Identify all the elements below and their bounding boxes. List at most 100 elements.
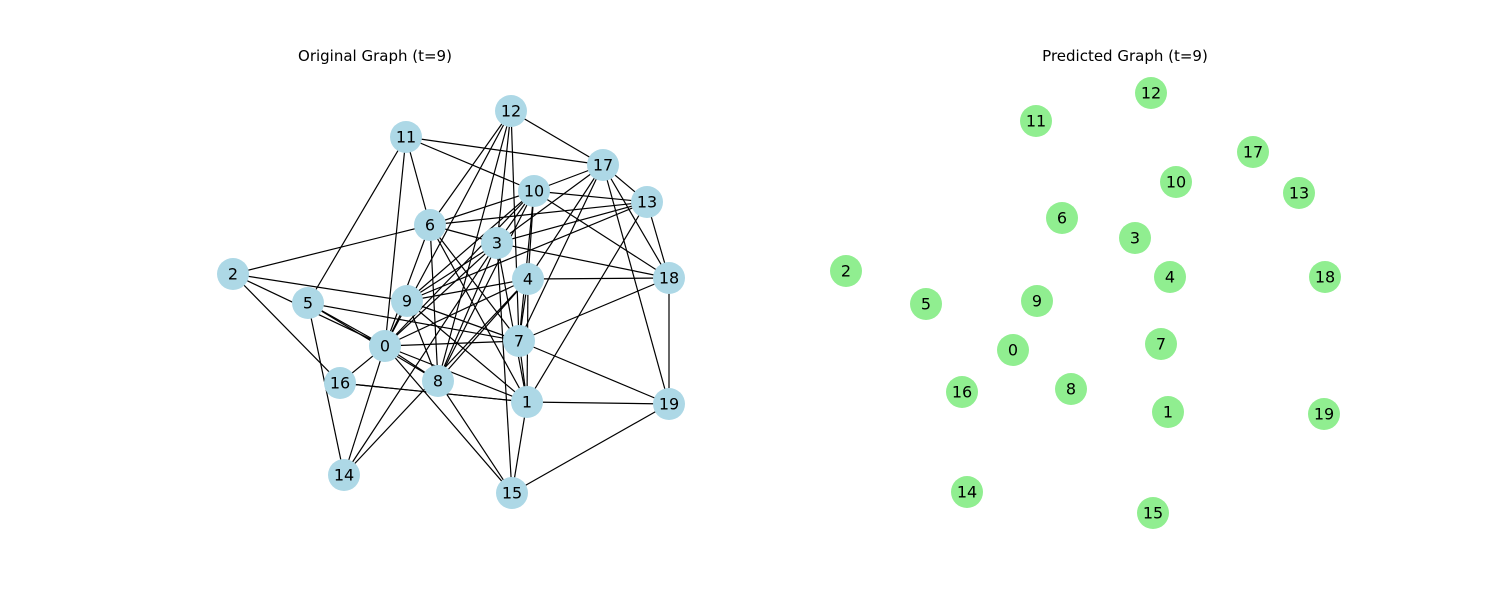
original-edge-10-11 (405, 136, 535, 192)
original-edge-2-9 (232, 273, 408, 302)
original-edge-6-8 (429, 224, 439, 382)
predicted-node-circle (1145, 328, 1177, 360)
original-node-circle (631, 186, 663, 218)
predicted-node-circle (951, 476, 983, 508)
original-edge-3-14 (343, 242, 498, 476)
original-edge-3-12 (496, 110, 512, 244)
predicted-node-label: 0 (1008, 341, 1018, 360)
original-edge-10-18 (533, 190, 670, 279)
original-node-2: 2 (217, 258, 249, 290)
predicted-node-label: 8 (1066, 380, 1076, 399)
original-edge-0-1 (384, 345, 528, 403)
original-edge-17-19 (602, 164, 670, 405)
original-edge-9-13 (406, 201, 648, 302)
original-node-3: 3 (481, 227, 513, 259)
predicted-node-circle (1055, 373, 1087, 405)
original-node-label: 17 (593, 156, 613, 175)
original-node-circle (481, 227, 513, 259)
original-node-14: 14 (328, 459, 360, 491)
original-edge-0-11 (384, 136, 407, 347)
original-edge-5-7 (307, 302, 520, 342)
predicted-node-label: 5 (921, 295, 931, 314)
predicted-node-label: 4 (1165, 268, 1175, 287)
predicted-graph-title: Predicted Graph (t=9) (1042, 47, 1208, 65)
predicted-node-label: 6 (1057, 209, 1067, 228)
predicted-node-circle (1119, 222, 1151, 254)
original-node-10: 10 (518, 175, 550, 207)
predicted-node-circle (1283, 177, 1315, 209)
original-node-label: 4 (523, 270, 533, 289)
original-node-circle (422, 365, 454, 397)
original-edge-11-17 (405, 136, 604, 166)
predicted-node-circle (830, 255, 862, 287)
original-node-label: 10 (524, 182, 544, 201)
predicted-node-3: 3 (1119, 222, 1151, 254)
predicted-node-circle (946, 376, 978, 408)
original-node-4: 4 (512, 263, 544, 295)
original-edge-7-19 (518, 340, 670, 405)
original-node-label: 5 (303, 294, 313, 313)
predicted-node-2: 2 (830, 255, 862, 287)
original-node-16: 16 (324, 367, 356, 399)
predicted-node-11: 11 (1020, 105, 1052, 137)
original-edge-7-17 (518, 164, 604, 342)
original-edge-8-10 (437, 190, 535, 382)
original-edge-17-18 (602, 164, 670, 279)
predicted-node-circle (910, 288, 942, 320)
predicted-node-15: 15 (1137, 497, 1169, 529)
original-node-label: 3 (492, 234, 502, 253)
predicted-node-8: 8 (1055, 373, 1087, 405)
original-node-label: 13 (637, 193, 657, 212)
predicted-node-7: 7 (1145, 328, 1177, 360)
original-node-label: 2 (228, 265, 238, 284)
predicted-node-circle (1308, 398, 1340, 430)
predicted-node-circle (1154, 261, 1186, 293)
original-edge-6-13 (429, 201, 648, 226)
original-node-11: 11 (390, 121, 422, 153)
predicted-node-circle (1046, 202, 1078, 234)
original-edge-1-19 (526, 401, 670, 405)
predicted-node-0: 0 (997, 334, 1029, 366)
original-node-circle (518, 175, 550, 207)
original-graph-title: Original Graph (t=9) (298, 47, 452, 65)
original-edge-4-18 (527, 277, 670, 280)
original-edge-1-13 (526, 201, 648, 403)
predicted-node-1: 1 (1152, 396, 1184, 428)
predicted-node-12: 12 (1135, 77, 1167, 109)
original-edge-12-17 (510, 110, 604, 166)
predicted-node-circle (1021, 285, 1053, 317)
original-node-19: 19 (653, 388, 685, 420)
predicted-node-label: 14 (957, 483, 977, 502)
original-node-circle (324, 367, 356, 399)
original-edge-6-12 (429, 110, 512, 226)
original-node-circle (653, 388, 685, 420)
original-node-label: 16 (330, 374, 350, 393)
original-node-1: 1 (511, 386, 543, 418)
original-edge-7-9 (406, 300, 520, 342)
original-edge-5-11 (307, 136, 407, 304)
original-edge-4-8 (437, 278, 529, 382)
original-node-label: 14 (334, 466, 354, 485)
original-edge-15-19 (511, 403, 670, 494)
predicted-node-label: 17 (1243, 143, 1263, 162)
original-node-18: 18 (653, 262, 685, 294)
predicted-node-label: 10 (1166, 173, 1186, 192)
original-edge-4-9 (406, 278, 529, 302)
predicted-node-circle (1237, 136, 1269, 168)
original-node-label: 9 (402, 292, 412, 311)
predicted-node-label: 19 (1314, 405, 1334, 424)
original-node-6: 6 (414, 209, 446, 241)
original-node-0: 0 (369, 330, 401, 362)
original-node-circle (369, 330, 401, 362)
original-edge-1-6 (429, 224, 528, 403)
original-node-label: 11 (396, 128, 416, 147)
predicted-node-label: 7 (1156, 335, 1166, 354)
predicted-node-19: 19 (1308, 398, 1340, 430)
predicted-node-circle (1152, 396, 1184, 428)
predicted-node-label: 11 (1026, 112, 1046, 131)
